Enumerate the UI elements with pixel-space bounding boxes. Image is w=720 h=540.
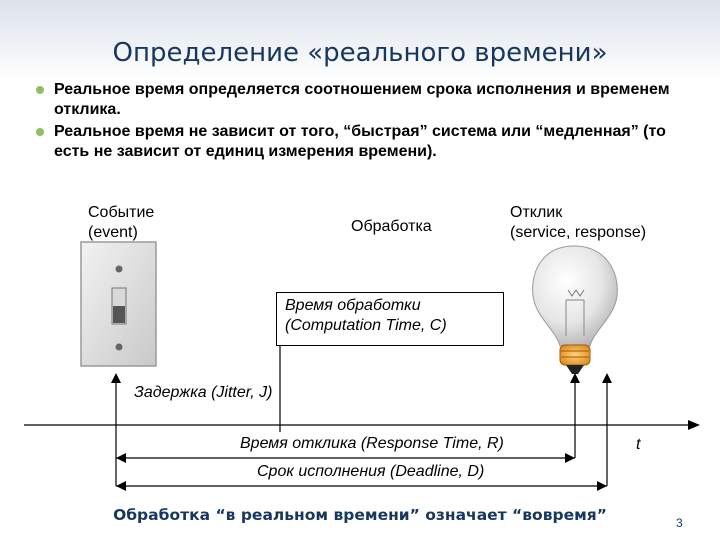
bullet-item: Реальное время не зависит от того, “быст…	[34, 122, 694, 162]
event-up-arrowhead	[111, 373, 121, 383]
bullet-list: Реальное время определяется соотношением…	[34, 80, 694, 164]
deadline-up-arrowhead	[602, 373, 612, 383]
time-axis-arrowhead	[688, 420, 700, 430]
jitter-label: Задержка (Jitter, J)	[134, 384, 273, 401]
bullet-dot-icon	[36, 86, 44, 94]
response-label: Отклик (service, response)	[510, 204, 647, 241]
event-label: Событие (event)	[88, 204, 155, 241]
deadline-arrowhead-left	[116, 481, 126, 491]
response-arrowhead-right	[565, 453, 575, 463]
title-band	[0, 0, 720, 80]
computation-time-box: Время обработки (Computation Time, C)	[276, 292, 504, 346]
bullet-item: Реальное время определяется соотношением…	[34, 80, 694, 120]
light-switch-icon	[80, 241, 157, 367]
bullet-text: Реальное время не зависит от того, “быст…	[54, 123, 666, 160]
slide-title: Определение «реального времени»	[112, 38, 608, 68]
deadline-arrowhead-right	[597, 481, 607, 491]
bullet-text: Реальное время определяется соотношением…	[54, 81, 670, 118]
deadline-label: Срок исполнения (Deadline, D)	[257, 463, 485, 480]
response-arrowhead-left	[116, 453, 126, 463]
processing-label: Обработка	[351, 218, 432, 235]
page-number: 3	[676, 516, 683, 530]
response-up-arrowhead	[570, 373, 580, 383]
bullet-dot-icon	[36, 128, 44, 136]
time-axis-label: t	[636, 436, 641, 453]
footer-statement: Обработка “в реальном времени” означает …	[113, 506, 607, 524]
response-time-label: Время отклика (Response Time, R)	[240, 435, 504, 452]
light-bulb-icon	[532, 245, 618, 374]
